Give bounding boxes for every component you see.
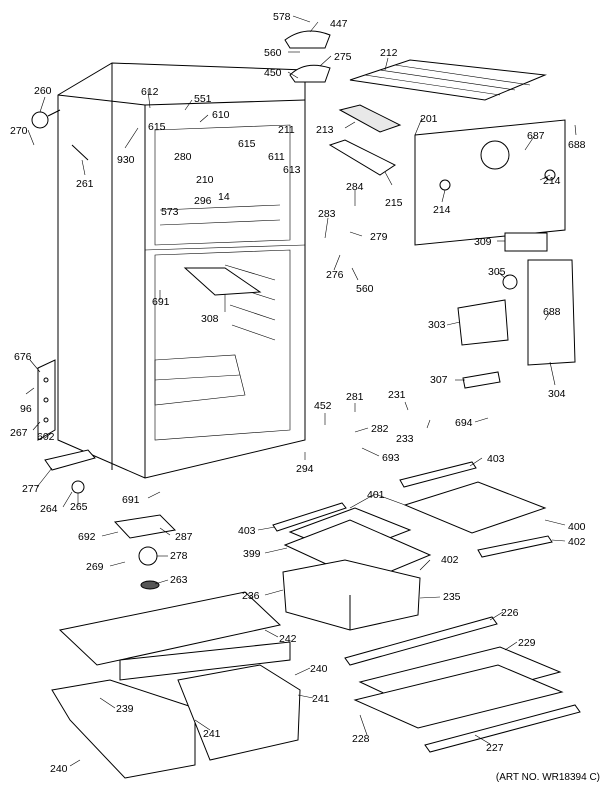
callout-276: 276	[326, 269, 344, 281]
callout-229: 229	[518, 637, 536, 649]
callout-210: 210	[196, 174, 214, 186]
art-number: (ART NO. WR18394 C)	[495, 772, 600, 783]
callout-309: 309	[474, 236, 492, 248]
callout-282: 282	[371, 423, 389, 435]
callout-264: 264	[40, 503, 58, 515]
callout-233: 233	[396, 433, 414, 445]
callout-615-a: 615	[148, 121, 166, 133]
callout-227: 227	[486, 742, 504, 754]
callout-615-b: 615	[238, 138, 256, 150]
callout-691-bot: 691	[122, 494, 140, 506]
callout-242: 242	[279, 633, 297, 645]
callout-450: 450	[264, 67, 282, 79]
callout-267: 267	[10, 427, 28, 439]
callout-226: 226	[501, 607, 519, 619]
callout-269: 269	[86, 561, 104, 573]
callout-403-b: 403	[238, 525, 256, 537]
callout-263: 263	[170, 574, 188, 586]
callout-560-top: 560	[264, 47, 282, 59]
callout-213: 213	[316, 124, 334, 136]
callout-399: 399	[243, 548, 261, 560]
callout-612: 612	[141, 86, 159, 98]
callout-610: 610	[212, 109, 230, 121]
callout-930: 930	[117, 154, 135, 166]
callout-201: 201	[420, 113, 438, 125]
callout-214-a: 214	[543, 175, 561, 187]
callout-241-b: 241	[203, 728, 221, 740]
callout-307: 307	[430, 374, 448, 386]
callout-265: 265	[70, 501, 88, 513]
callout-261: 261	[76, 178, 94, 190]
cabinet-drawing	[37, 62, 306, 479]
callout-240-b: 240	[50, 763, 68, 775]
callout-611: 611	[268, 151, 285, 163]
callout-228: 228	[352, 733, 370, 745]
callout-294: 294	[296, 463, 314, 475]
callout-692: 692	[78, 531, 96, 543]
callout-287: 287	[175, 531, 193, 543]
callout-278: 278	[170, 550, 188, 562]
callout-403-a: 403	[487, 453, 505, 465]
callout-602: 602	[37, 431, 55, 443]
callout-296: 296	[194, 195, 212, 207]
callout-283: 283	[318, 208, 336, 220]
callout-402-b: 402	[568, 536, 586, 548]
callout-280: 280	[174, 151, 192, 163]
callout-551: 551	[194, 93, 212, 105]
callout-303: 303	[428, 319, 446, 331]
leader-lines	[25, 15, 577, 767]
callout-560-mid: 560	[356, 283, 374, 295]
callout-694: 694	[455, 417, 473, 429]
callout-235: 235	[443, 591, 461, 603]
callout-96: 96	[20, 403, 32, 415]
callout-279: 279	[370, 231, 388, 243]
callout-231: 231	[388, 389, 406, 401]
callout-400: 400	[568, 521, 586, 533]
callout-277: 277	[22, 483, 40, 495]
callout-281: 281	[346, 391, 364, 403]
callout-240-a: 240	[310, 663, 328, 675]
callout-305: 305	[488, 266, 506, 278]
callout-308: 308	[201, 313, 219, 325]
callout-214-b: 214	[433, 204, 451, 216]
callout-labels: 578 447 560 275 450 212 260 612 551 610 …	[10, 11, 586, 775]
callout-447: 447	[330, 18, 348, 30]
callout-284: 284	[346, 181, 364, 193]
callout-676: 676	[14, 351, 32, 363]
callout-260: 260	[34, 85, 52, 97]
callout-211: 211	[278, 124, 295, 136]
callout-241-a: 241	[312, 693, 330, 705]
callout-270: 270	[10, 125, 28, 137]
callout-275: 275	[334, 51, 352, 63]
callout-452: 452	[314, 400, 332, 412]
callout-212: 212	[380, 47, 398, 59]
callout-578: 578	[273, 11, 291, 23]
callout-688-mid: 688	[543, 306, 561, 318]
callout-573: 573	[161, 206, 179, 218]
callout-239: 239	[116, 703, 134, 715]
callout-304: 304	[548, 388, 566, 400]
callout-688-top: 688	[568, 139, 586, 151]
callout-215: 215	[385, 197, 403, 209]
callout-14: 14	[218, 191, 230, 203]
callout-236: 236	[242, 590, 260, 602]
callout-687: 687	[527, 130, 545, 142]
callout-613: 613	[283, 164, 301, 176]
callout-691-mid: 691	[152, 296, 170, 308]
callout-693: 693	[382, 452, 400, 464]
small-parts	[31, 30, 581, 779]
callout-401: 401	[367, 489, 385, 501]
callout-402-a: 402	[441, 554, 459, 566]
